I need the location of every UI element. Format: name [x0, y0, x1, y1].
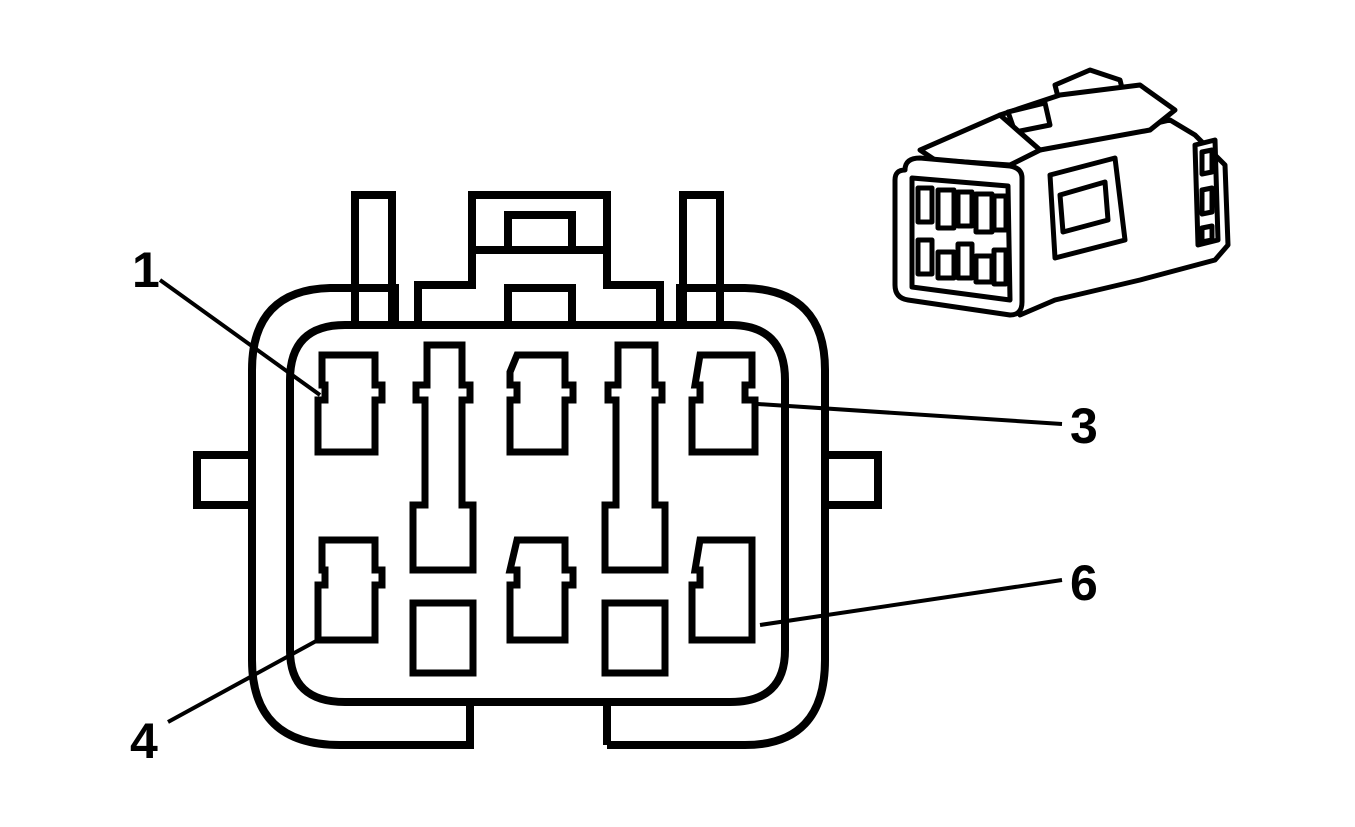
cavity-3 [688, 351, 759, 456]
cavity-6 [688, 536, 756, 644]
cavity-2 [506, 351, 577, 456]
cavity-5 [505, 536, 577, 644]
leader-pin6 [759, 578, 1063, 627]
thumb-side-slot-2 [1199, 185, 1215, 217]
top-left-latch [351, 191, 396, 325]
top-right-latch [679, 191, 724, 325]
cavity-top-2 [409, 341, 477, 574]
right-side-ear [822, 451, 882, 509]
cavity-top-4 [601, 341, 669, 574]
inner-face [286, 321, 789, 706]
outer-housing [248, 284, 829, 749]
pin-labels: 1 3 4 6 [130, 242, 1098, 769]
thumb-cavity-7 [935, 249, 957, 281]
leader-pin1 [158, 278, 322, 397]
pin-label-4: 4 [130, 713, 158, 769]
connector-isometric-thumbnail [892, 67, 1231, 318]
cavity-blank-right [601, 599, 669, 677]
thumb-cavity-9 [973, 253, 995, 285]
center-lock-housing [414, 191, 664, 325]
cavity-4 [314, 536, 386, 644]
leader-pin3 [757, 402, 1063, 426]
pin-label-1: 1 [132, 242, 160, 298]
thumb-cavity-10 [991, 247, 1009, 287]
thumb-cavity-1 [915, 185, 935, 225]
thumb-cavity-8 [955, 241, 975, 281]
thumb-cavity-3 [955, 189, 975, 229]
thumb-side-slot-3 [1199, 223, 1215, 245]
thumb-cavity-2 [935, 187, 957, 231]
cavity-blank-left [409, 599, 477, 677]
thumb-side-rib-2 [1057, 179, 1111, 235]
thumb-cavity-4 [973, 191, 995, 235]
center-lock-upper-window [504, 211, 576, 250]
leader-pin4 [167, 638, 319, 724]
cavity-1 [314, 351, 386, 456]
thumb-side-slot-1 [1199, 147, 1215, 177]
pin-label-6: 6 [1070, 555, 1098, 611]
connector-face-view [193, 191, 882, 749]
leader-lines [158, 278, 1063, 724]
thumb-cavity-5 [991, 193, 1009, 233]
thumb-cavity-6 [915, 237, 935, 277]
pin-label-3: 3 [1070, 398, 1098, 454]
left-side-ear [193, 451, 252, 509]
center-lock-lower-window [504, 284, 576, 325]
